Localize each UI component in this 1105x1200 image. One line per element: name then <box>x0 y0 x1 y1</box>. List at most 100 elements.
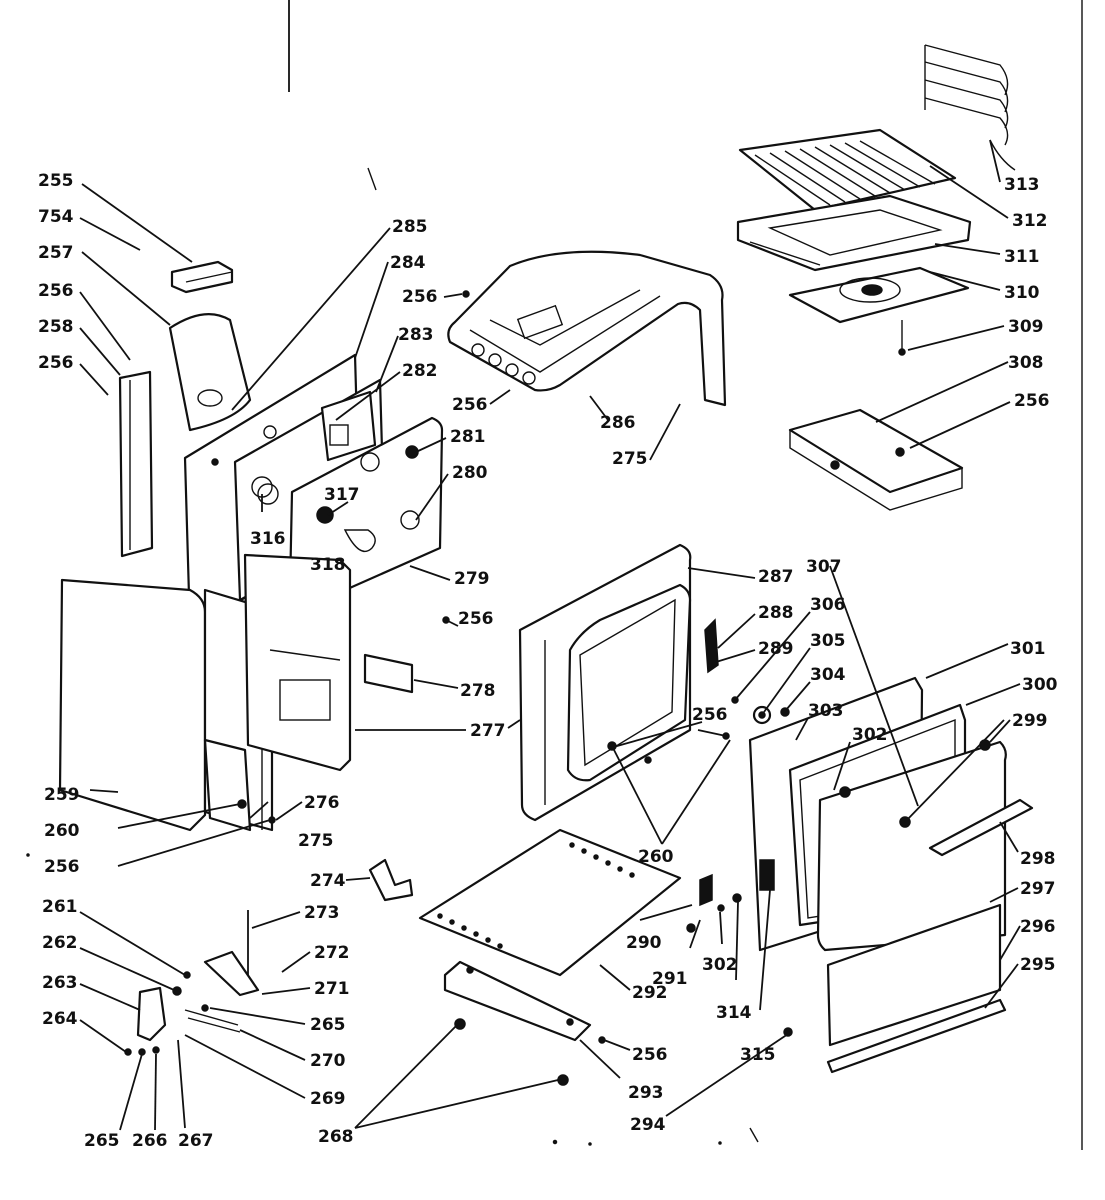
part-311-broiler-pan <box>736 194 972 272</box>
label-254: 754 <box>38 207 74 227</box>
part-255-knob-cap <box>170 260 234 294</box>
label-296: 296 <box>1020 917 1056 937</box>
part-308-drip-tray <box>788 408 964 511</box>
label-275: 275 <box>298 831 334 851</box>
label-302: 302 <box>702 955 738 975</box>
label-299: 299 <box>1012 711 1048 731</box>
label-268: 268 <box>318 1127 354 1147</box>
part-313-rack-guides <box>924 44 1016 171</box>
label-257: 257 <box>38 243 74 263</box>
label-279: 279 <box>454 569 490 589</box>
label-265: 265 <box>310 1015 346 1035</box>
label-271: 271 <box>314 979 350 999</box>
label-256: 256 <box>1014 391 1050 411</box>
label-298: 298 <box>1020 849 1056 869</box>
part-275-side-liner <box>203 738 252 832</box>
label-262: 262 <box>42 933 78 953</box>
label-301: 301 <box>1010 639 1046 659</box>
label-256: 256 <box>38 281 74 301</box>
label-260: 260 <box>44 821 80 841</box>
label-272: 272 <box>314 943 350 963</box>
label-273: 273 <box>304 903 340 923</box>
label-275: 275 <box>612 449 648 469</box>
label-277: 277 <box>470 721 506 741</box>
part-257-backguard-cap <box>168 313 252 432</box>
part-263-bracket <box>136 986 167 1042</box>
part-309-screw <box>898 320 906 356</box>
label-292: 292 <box>632 983 668 1003</box>
label-285: 285 <box>392 217 428 237</box>
part-293-drawer-support <box>443 960 592 1042</box>
small-hardware <box>124 616 793 1056</box>
label-314: 314 <box>716 1003 752 1023</box>
part-305-washer <box>752 705 772 725</box>
scan-specks <box>26 167 759 1146</box>
part-310-burner-plate <box>788 266 970 324</box>
label-261: 261 <box>42 897 78 917</box>
label-306: 306 <box>810 595 846 615</box>
label-267: 267 <box>178 1131 214 1151</box>
label-291: 291 <box>652 969 688 989</box>
label-256: 256 <box>44 857 80 877</box>
label-302: 302 <box>852 725 888 745</box>
label-256: 256 <box>632 1045 668 1065</box>
part-275-cooktop <box>447 250 727 407</box>
label-295: 295 <box>1020 955 1056 975</box>
label-304: 304 <box>810 665 846 685</box>
label-281: 281 <box>450 427 486 447</box>
label-309: 309 <box>1008 317 1044 337</box>
label-286: 286 <box>600 413 636 433</box>
label-270: 270 <box>310 1051 346 1071</box>
label-256: 256 <box>692 705 728 725</box>
part-298-door-handle <box>928 798 1034 857</box>
label-259: 259 <box>44 785 80 805</box>
label-300: 300 <box>1022 675 1058 695</box>
part-295-drawer-rail <box>826 998 1007 1074</box>
label-318: 318 <box>310 555 346 575</box>
label-308: 308 <box>1008 353 1044 373</box>
label-258: 258 <box>38 317 74 337</box>
label-297: 297 <box>1020 879 1056 899</box>
label-294: 294 <box>630 1115 666 1135</box>
part-278-plate <box>363 653 414 694</box>
label-265: 265 <box>84 1131 120 1151</box>
label-260: 260 <box>638 847 674 867</box>
part-301-outer-door <box>816 739 1007 952</box>
label-278: 278 <box>460 681 496 701</box>
label-289: 289 <box>758 639 794 659</box>
label-315: 315 <box>740 1045 776 1065</box>
label-311: 311 <box>1004 247 1040 267</box>
part-312-broiler-rack <box>738 128 957 212</box>
label-283: 283 <box>398 325 434 345</box>
label-310: 310 <box>1004 283 1040 303</box>
part-274-bracket <box>368 858 414 902</box>
label-307: 307 <box>806 557 842 577</box>
label-288: 288 <box>758 603 794 623</box>
label-290: 290 <box>626 933 662 953</box>
label-256: 256 <box>452 395 488 415</box>
part-297-drawer-front <box>826 903 1002 1047</box>
part-292-oven-bottom <box>418 828 682 977</box>
label-312: 312 <box>1012 211 1048 231</box>
label-274: 274 <box>310 871 346 891</box>
label-305: 305 <box>810 631 846 651</box>
label-313: 313 <box>1004 175 1040 195</box>
part-271-lever <box>203 950 260 997</box>
label-316: 316 <box>250 529 286 549</box>
part-287-oven-front-frame <box>518 543 692 822</box>
label-293: 293 <box>628 1083 664 1103</box>
label-303: 303 <box>808 701 844 721</box>
part-283-bracket <box>320 390 377 462</box>
label-263: 263 <box>42 973 78 993</box>
label-276: 276 <box>304 793 340 813</box>
label-256: 256 <box>38 353 74 373</box>
part-259-side-panel <box>58 578 207 832</box>
label-280: 280 <box>452 463 488 483</box>
label-256: 256 <box>402 287 438 307</box>
part-277-oven-liner-panel <box>243 553 352 772</box>
leader-lines <box>79 139 1021 1131</box>
part-labels: 255 754 257 256 258 256 285 284 283 282 … <box>38 171 1058 1151</box>
part-288-hinge <box>704 618 719 674</box>
part-258-side-trim <box>118 370 154 558</box>
